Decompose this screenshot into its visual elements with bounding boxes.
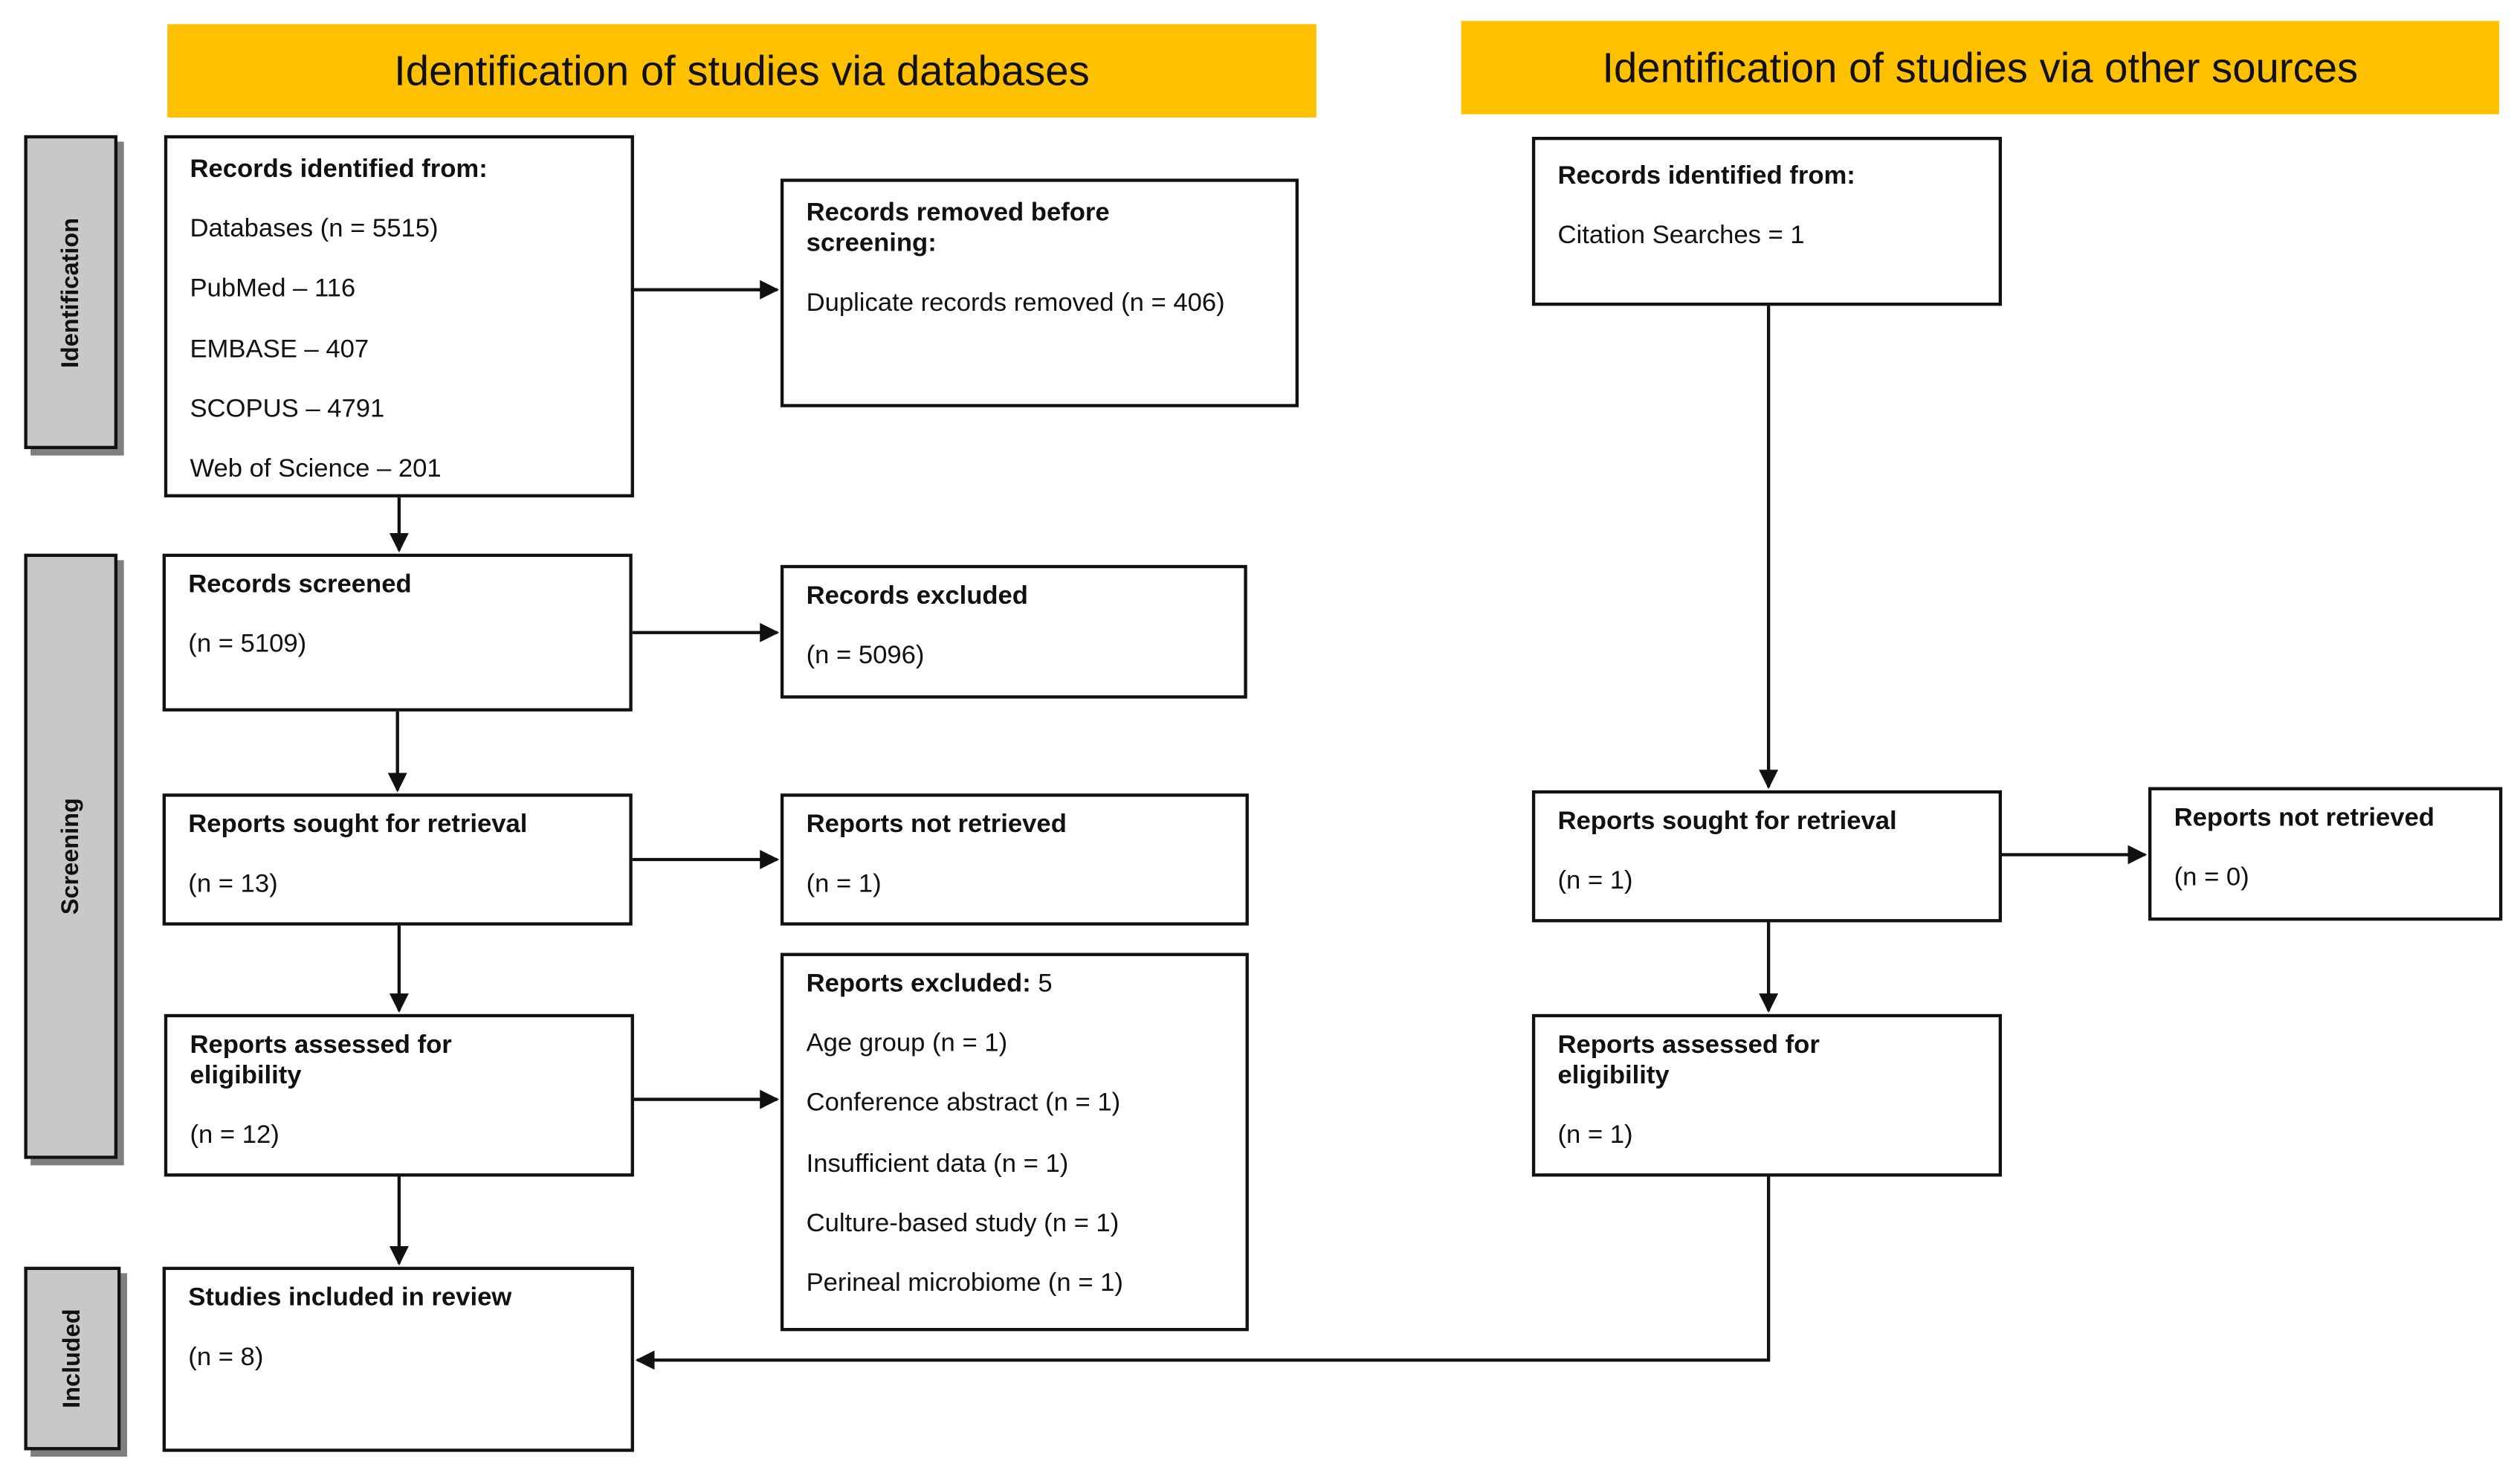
line: Duplicate records removed (n = 406): [806, 290, 1225, 318]
title: Reports not retrieved: [2174, 805, 2435, 833]
line: (n = 1): [1557, 1122, 1633, 1150]
line: (n = 8): [188, 1344, 264, 1372]
line: (n = 1): [806, 871, 882, 899]
line: Databases (n = 5515): [190, 216, 439, 244]
box-reports-assessed-db: Reports assessed for eligibility (n = 12…: [164, 1013, 634, 1177]
line: SCOPUS – 4791: [190, 395, 385, 423]
stage-screening: Screening: [24, 553, 118, 1159]
title: Reports sought for retrieval: [1557, 807, 1897, 836]
title: Reports assessed for eligibility: [190, 1031, 452, 1090]
box-records-screened: Records screened (n = 5109): [162, 553, 633, 712]
box-studies-included: Studies included in review (n = 8): [162, 1266, 634, 1452]
box-reports-sought-other: Reports sought for retrieval (n = 1): [1531, 790, 2003, 923]
title: Records removed before screening:: [806, 199, 1110, 258]
box-records-removed: Records removed before screening: Duplic…: [780, 178, 1299, 407]
box-records-excluded: Records excluded (n = 5096): [780, 564, 1247, 699]
box-reports-not-retrieved-other: Reports not retrieved (n = 0): [2148, 787, 2503, 921]
header-other-text: Identification of studies via other sour…: [1602, 42, 2359, 91]
box-reports-assessed-other: Reports assessed for eligibility (n = 1): [1531, 1013, 2003, 1177]
header-databases-text: Identification of studies via databases: [394, 45, 1090, 94]
line: (n = 5096): [806, 642, 925, 670]
title: Reports assessed for eligibility: [1557, 1031, 1820, 1090]
line: EMBASE – 407: [190, 335, 369, 364]
line: (n = 1): [1557, 868, 1633, 896]
title: Records identified from:: [190, 155, 488, 184]
stage-included: Included: [24, 1266, 121, 1451]
line: Conference abstract (n = 1): [806, 1090, 1121, 1118]
header-databases: Identification of studies via databases: [167, 24, 1316, 118]
title: Records screened: [188, 571, 412, 599]
stage-identification: Identification: [24, 135, 118, 449]
title: Records excluded: [806, 582, 1028, 610]
title: Reports excluded:: [806, 970, 1031, 999]
line: (n = 13): [188, 871, 278, 899]
line: PubMed – 116: [190, 275, 356, 303]
box-records-identified-other: Records identified from: Citation Search…: [1531, 137, 2003, 306]
box-reports-not-retrieved-db: Reports not retrieved (n = 1): [780, 793, 1249, 926]
line: (n = 0): [2174, 864, 2249, 892]
line: Age group (n = 1): [806, 1030, 1008, 1058]
line: Culture-based study (n = 1): [806, 1210, 1120, 1238]
title: Reports not retrieved: [806, 811, 1067, 839]
line: (n = 5109): [188, 631, 307, 659]
box-reports-sought-db: Reports sought for retrieval (n = 13): [162, 793, 633, 926]
box-reports-excluded: Reports excluded: 5 Age group (n = 1) Co…: [780, 952, 1249, 1332]
box-records-identified-db: Records identified from: Databases (n = …: [164, 135, 634, 497]
line: Web of Science – 201: [190, 455, 442, 483]
excluded-count: 5: [1030, 970, 1053, 999]
arrow-other-assessed-to-included: [635, 1176, 1771, 1370]
header-other-sources: Identification of studies via other sour…: [1461, 21, 2499, 115]
line: Citation Searches = 1: [1557, 222, 1805, 250]
title: Records identified from:: [1557, 162, 1855, 190]
line: Insufficient data (n = 1): [806, 1150, 1069, 1178]
title: Studies included in review: [188, 1284, 512, 1312]
title: Reports sought for retrieval: [188, 811, 528, 839]
line: (n = 12): [190, 1122, 280, 1150]
line: Perineal microbiome (n = 1): [806, 1269, 1123, 1297]
